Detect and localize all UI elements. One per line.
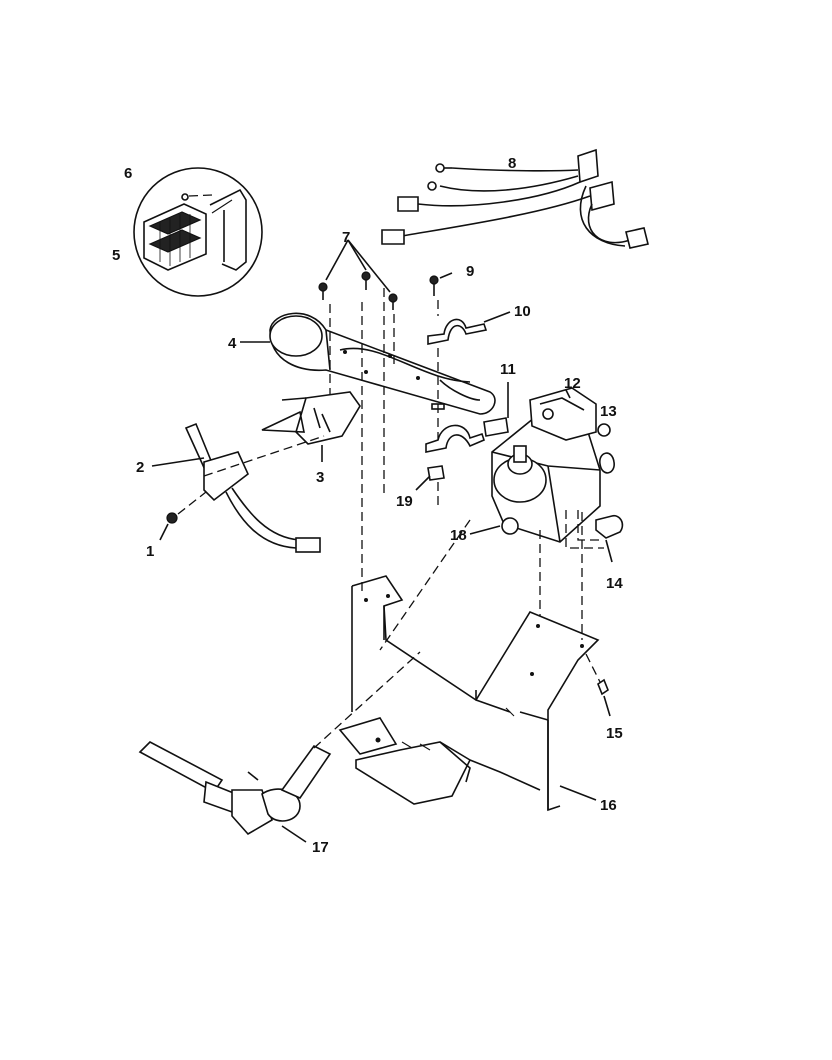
part-7-screws (318, 239, 398, 310)
part-19-clamp (415, 424, 485, 491)
part-3-shield (261, 391, 361, 462)
part-16-mounting-bracket (338, 575, 600, 812)
label-4: 4 (228, 335, 237, 352)
part-labels: 1 2 3 4 5 6 7 8 9 10 11 12 13 14 15 16 1… (112, 155, 623, 856)
part-10-clamp (427, 311, 511, 345)
label-13: 13 (600, 403, 617, 420)
label-11: 11 (500, 361, 516, 378)
part-5-ignitor-module (143, 203, 207, 271)
part-6-screw (181, 193, 213, 201)
label-7: 7 (342, 229, 350, 246)
label-8: 8 (508, 155, 516, 172)
part-17-gas-tube (138, 651, 421, 843)
label-6: 6 (124, 165, 132, 182)
label-3: 3 (316, 469, 324, 486)
label-9: 9 (466, 263, 474, 280)
label-2: 2 (136, 459, 144, 476)
part-13-switch (597, 423, 615, 474)
label-18: 18 (450, 527, 467, 544)
part-12-solenoid (529, 387, 597, 441)
part-8-wire-harness (381, 148, 649, 249)
label-19: 19 (396, 493, 413, 510)
part-15-screw (585, 653, 611, 717)
part-14-clip (565, 510, 624, 563)
inset-detail-circle (133, 167, 263, 297)
label-15: 15 (606, 725, 623, 742)
alignment-lines (203, 288, 583, 651)
label-1: 1 (146, 543, 154, 560)
part-11-fitting (483, 382, 509, 437)
label-10: 10 (514, 303, 531, 320)
part-1-screw (159, 491, 207, 541)
part-2-ignitor (151, 422, 321, 553)
label-5: 5 (112, 247, 120, 264)
part-18-gas-valve (469, 417, 601, 543)
label-14: 14 (606, 575, 623, 592)
label-17: 17 (312, 839, 329, 856)
part-9-screw (429, 272, 453, 296)
label-16: 16 (600, 797, 617, 814)
label-12: 12 (564, 375, 581, 392)
part-4-burner-bracket (240, 312, 496, 415)
